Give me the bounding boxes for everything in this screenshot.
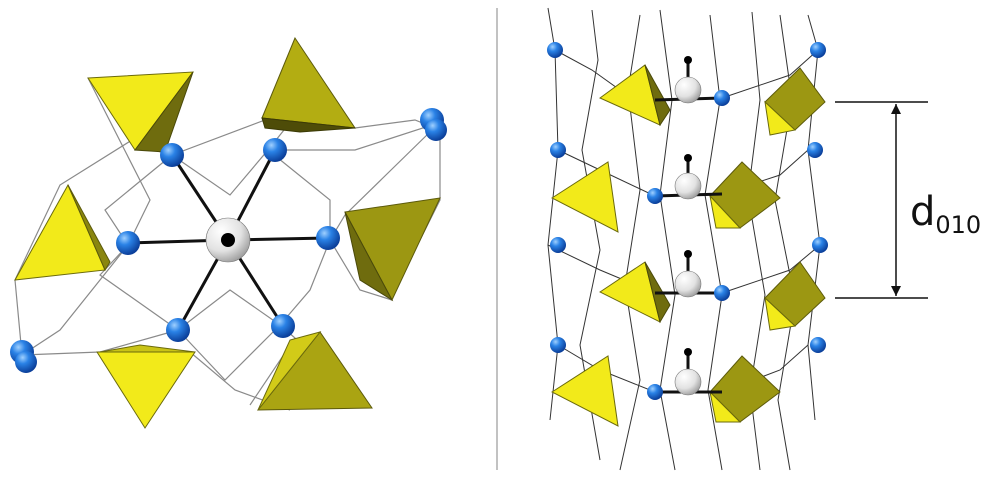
blue-sphere-icon xyxy=(316,226,340,250)
blue-sphere-icon xyxy=(714,285,730,301)
black-dot-icon xyxy=(684,56,692,64)
tetrahedron-bottom-left xyxy=(96,344,196,429)
blue-sphere-icon xyxy=(647,384,663,400)
blue-sphere-icon xyxy=(810,42,826,58)
blue-sphere-icon xyxy=(263,138,287,162)
blue-sphere-icon xyxy=(425,119,447,141)
d010-annotation xyxy=(835,101,928,299)
chain-white-atoms xyxy=(674,56,702,396)
blue-sphere-icon xyxy=(550,337,566,353)
right-panel: d010 xyxy=(547,7,981,471)
white-sphere-icon xyxy=(674,270,702,298)
tetrahedron-left xyxy=(14,183,111,281)
white-sphere-icon xyxy=(674,368,702,396)
center-dot-icon xyxy=(221,233,235,247)
left-panel xyxy=(10,36,447,429)
blue-sphere-icon xyxy=(166,318,190,342)
tetrahedron-top-left xyxy=(87,71,195,153)
d-label-main: d xyxy=(910,189,935,235)
blue-sphere-icon xyxy=(550,237,566,253)
blue-atoms-right xyxy=(547,42,828,400)
blue-sphere-icon xyxy=(271,314,295,338)
d010-label: d010 xyxy=(910,189,981,239)
blue-sphere-icon xyxy=(550,142,566,158)
blue-sphere-icon xyxy=(15,351,37,373)
blue-sphere-icon xyxy=(160,143,184,167)
blue-sphere-icon xyxy=(647,188,663,204)
blue-sphere-icon xyxy=(807,142,823,158)
d-label-subscript: 010 xyxy=(935,211,981,239)
blue-sphere-icon xyxy=(812,237,828,253)
black-dot-icon xyxy=(684,154,692,162)
chain-tetrahedra xyxy=(551,64,826,427)
tetrahedron-right xyxy=(344,197,441,302)
white-sphere-icon xyxy=(674,76,702,104)
black-dot-icon xyxy=(684,250,692,258)
blue-atoms-left xyxy=(10,108,447,373)
blue-sphere-icon xyxy=(714,90,730,106)
blue-sphere-icon xyxy=(810,337,826,353)
black-dot-icon xyxy=(684,348,692,356)
central-atom xyxy=(205,217,251,263)
tetrahedron-bottom-right xyxy=(256,331,373,411)
white-sphere-icon xyxy=(674,172,702,200)
blue-sphere-icon xyxy=(547,42,563,58)
blue-sphere-icon xyxy=(116,231,140,255)
tetrahedron-top-center xyxy=(261,36,357,133)
